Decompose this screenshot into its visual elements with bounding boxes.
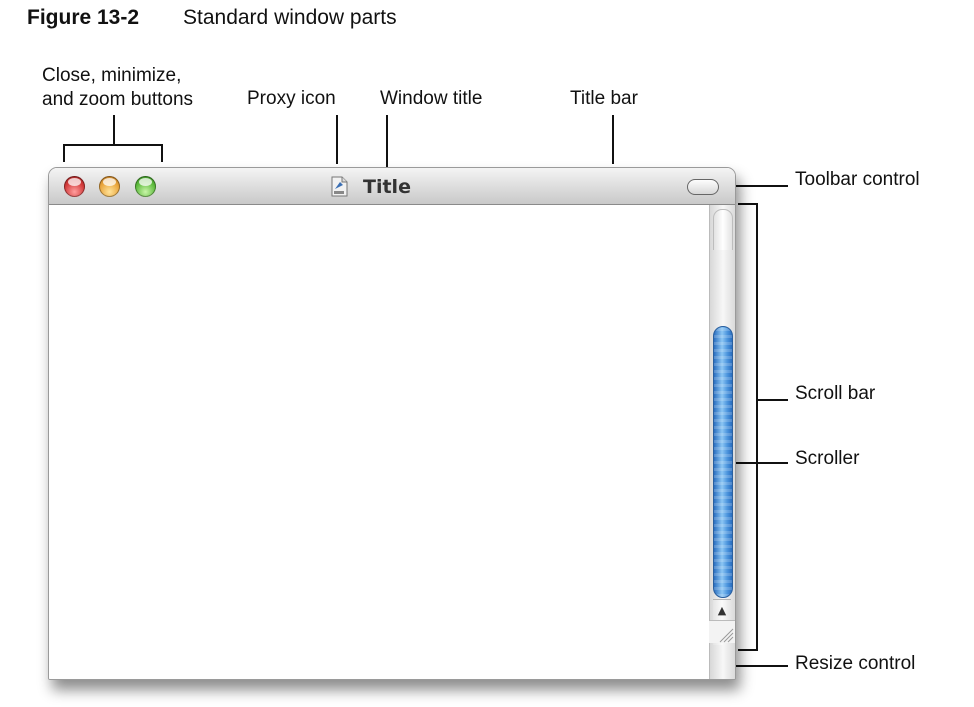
leader-scroll-bracket-top <box>738 203 758 205</box>
leader-scroll-bracket-bottom <box>738 649 758 651</box>
window-content <box>49 205 709 679</box>
title-bar[interactable]: Title <box>49 168 735 205</box>
leader-buttons-left <box>63 144 65 162</box>
figure-title: Standard window parts <box>183 6 397 29</box>
callout-window-title: Window title <box>380 88 483 109</box>
leader-scroll-bracket-side <box>756 203 758 651</box>
leader-title-bar <box>612 115 614 164</box>
callout-buttons: Close, minimize, and zoom buttons <box>42 64 193 112</box>
window-title: Title <box>363 176 411 198</box>
document-proxy-icon[interactable] <box>331 176 348 197</box>
leader-proxy-icon <box>336 115 338 164</box>
scroll-bar[interactable]: ▲ ▼ <box>709 205 735 679</box>
callout-buttons-line2: and zoom buttons <box>42 89 194 110</box>
leader-buttons-stem <box>113 115 115 145</box>
callout-toolbar-control: Toolbar control <box>795 169 920 190</box>
minimize-button-icon[interactable] <box>99 176 120 197</box>
scroller[interactable] <box>713 326 733 598</box>
toolbar-control[interactable] <box>687 179 719 195</box>
figure-number: Figure 13-2 <box>27 6 140 29</box>
leader-buttons-right <box>161 144 163 162</box>
callout-scroll-bar: Scroll bar <box>795 383 876 404</box>
leader-window-title <box>386 115 388 172</box>
close-button-icon[interactable] <box>64 176 85 197</box>
callout-resize-control: Resize control <box>795 653 916 674</box>
callout-proxy-icon: Proxy icon <box>247 88 336 109</box>
resize-control[interactable] <box>709 620 735 643</box>
scroll-track-cap <box>713 209 733 250</box>
zoom-button-icon[interactable] <box>135 176 156 197</box>
leader-toolbar-control <box>724 185 788 187</box>
leader-scroller <box>730 462 788 464</box>
up-arrow-icon[interactable]: ▲ <box>713 599 731 621</box>
resize-grip-icon <box>719 628 734 643</box>
leader-buttons-bracket <box>63 144 163 146</box>
callout-title-bar: Title bar <box>570 88 638 109</box>
callout-scroller: Scroller <box>795 448 860 469</box>
leader-scroll-bar <box>756 399 788 401</box>
window: Title ▲ ▼ <box>48 167 736 680</box>
leader-resize-control <box>730 665 788 667</box>
callout-buttons-line1: Close, minimize, <box>42 65 182 86</box>
